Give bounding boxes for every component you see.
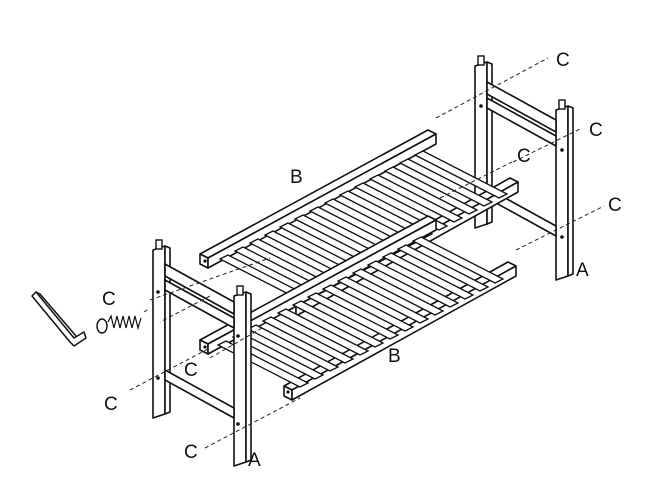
part-labels: B B A A C C C C C C C C	[102, 50, 622, 471]
label-screw-2: C	[589, 120, 603, 141]
right-frame	[474, 55, 574, 281]
assembly-lines	[129, 57, 605, 449]
label-frame-left: A	[248, 450, 261, 471]
label-screw-8: C	[184, 442, 198, 463]
left-frame	[152, 239, 252, 467]
hex-wrench-icon	[31, 291, 87, 347]
label-screw-4: C	[608, 195, 622, 216]
screw-icon	[96, 307, 151, 334]
label-shelf-lower: B	[388, 346, 401, 367]
label-screw-6: C	[184, 360, 198, 381]
label-screw-1: C	[556, 50, 570, 71]
upper-shelf-slats	[218, 150, 509, 303]
label-screw-3: C	[517, 146, 531, 167]
label-frame-right: A	[576, 260, 589, 281]
label-shelf-upper: B	[290, 167, 303, 188]
label-screw-7: C	[104, 394, 118, 415]
label-screw-5: C	[102, 289, 116, 310]
